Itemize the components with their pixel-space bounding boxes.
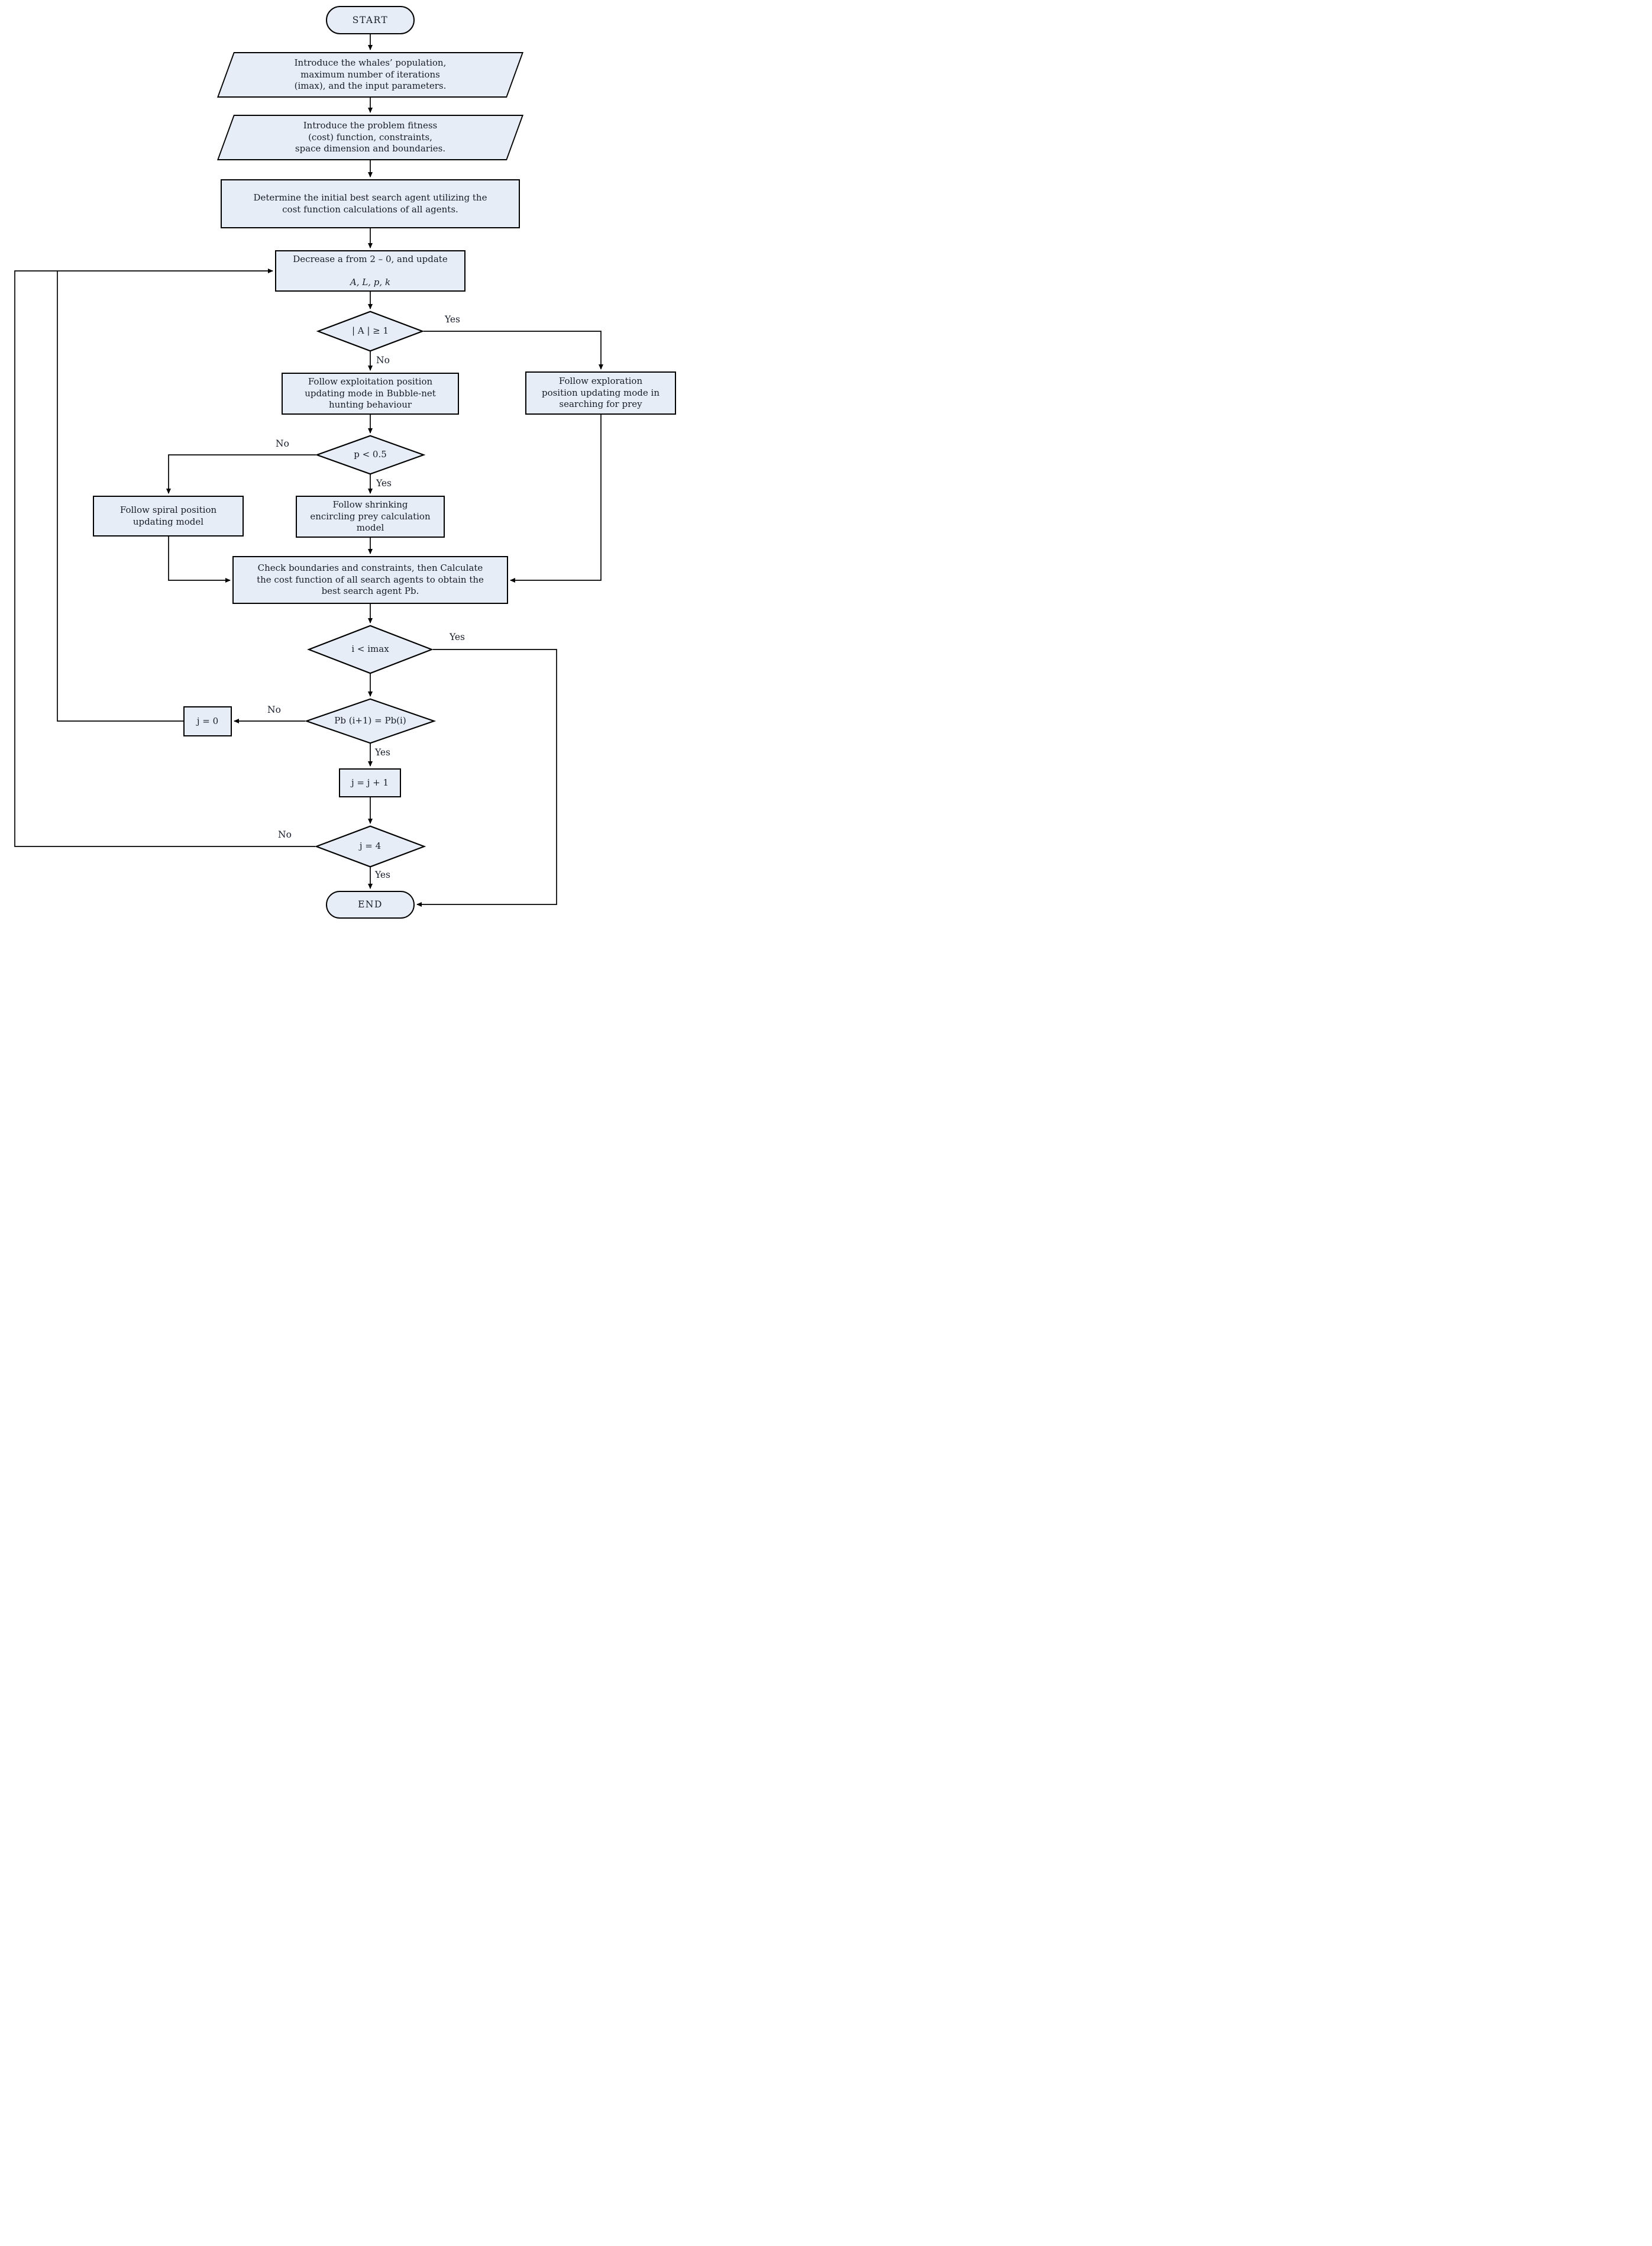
edge-label-p-yes: Yes [376, 478, 392, 489]
exploration-process: Follow exploration position updating mod… [525, 371, 676, 415]
input-population-label: Introduce the whales’ population, maximu… [294, 57, 447, 92]
exploitation-process: Follow exploitation position updating mo… [282, 373, 459, 415]
j-reset-label: j = 0 [196, 715, 219, 726]
end-terminator: END [326, 891, 415, 919]
p-decision-label: p < 0.5 [354, 449, 387, 460]
spiral-position-label: Follow spiral position updating model [119, 505, 217, 527]
check-boundaries-process: Check boundaries and constraints, then C… [232, 556, 508, 604]
flow-connectors [14, 34, 603, 907]
iteration-decision-label: i < imax [351, 644, 389, 655]
pb-equality-label: Pb (i+1) = Pb(i) [334, 715, 406, 726]
exploitation-label: Follow exploitation position updating mo… [305, 376, 436, 411]
edge-label-pb-no: No [267, 704, 281, 715]
edge-label-a-yes: Yes [445, 314, 461, 325]
input-fitness-label: Introduce the problem fitness (cost) fun… [295, 120, 446, 154]
diamond-shape [305, 699, 435, 744]
end-label: END [358, 899, 383, 910]
j-equals-4-label: j = 4 [359, 841, 382, 852]
edge-label-pb-yes: Yes [375, 747, 391, 758]
initial-best-agent-process: Determine the initial best search agent … [221, 179, 520, 228]
j-increment-label: j = j + 1 [351, 777, 389, 788]
diamond-shape [315, 826, 425, 867]
edge-label-a-no: No [376, 355, 390, 366]
decrease-a-process: Decrease a from 2 – 0, and update A, L, … [275, 250, 465, 292]
abs-a-label: | A | ≥ 1 [351, 325, 389, 337]
edge-label-p-no: No [276, 438, 289, 449]
j-reset-process: j = 0 [183, 706, 232, 736]
spiral-position-process: Follow spiral position updating model [93, 496, 244, 537]
j-increment-process: j = j + 1 [339, 768, 401, 797]
diamond-shape [316, 435, 425, 474]
initial-best-agent-label: Determine the initial best search agent … [253, 192, 487, 215]
input-population-parallelogram: Introduce the whales’ population, maximu… [216, 52, 524, 98]
check-boundaries-label: Check boundaries and constraints, then C… [257, 563, 484, 597]
pb-equality-decision: Pb (i+1) = Pb(i) [305, 699, 435, 744]
abs-a-decision: | A | ≥ 1 [317, 311, 423, 351]
j-equals-4-decision: j = 4 [315, 826, 425, 867]
input-fitness-parallelogram: Introduce the problem fitness (cost) fun… [216, 115, 524, 160]
decrease-a-line1: Decrease a from 2 – 0, and update [293, 253, 448, 264]
iteration-decision: i < imax [308, 625, 433, 674]
start-terminator: START [326, 6, 415, 34]
decrease-a-label: Decrease a from 2 – 0, and update A, L, … [293, 254, 447, 289]
shrinking-encircling-label: Follow shrinking encircling prey calcula… [310, 499, 431, 534]
whale-optimization-flowchart: START Introduce the whales’ population, … [0, 0, 688, 936]
edge-label-iter-yes: Yes [450, 632, 465, 642]
exploration-label: Follow exploration position updating mod… [541, 376, 660, 410]
diamond-shape [308, 625, 433, 674]
decrease-a-line2: A, L, p, k [350, 276, 391, 287]
p-decision: p < 0.5 [316, 435, 425, 474]
edge-label-j4-no: No [278, 829, 292, 840]
edge-label-j4-yes: Yes [375, 870, 391, 880]
start-label: START [352, 14, 389, 25]
shrinking-encircling-process: Follow shrinking encircling prey calcula… [296, 496, 445, 538]
diamond-shape [317, 311, 423, 351]
